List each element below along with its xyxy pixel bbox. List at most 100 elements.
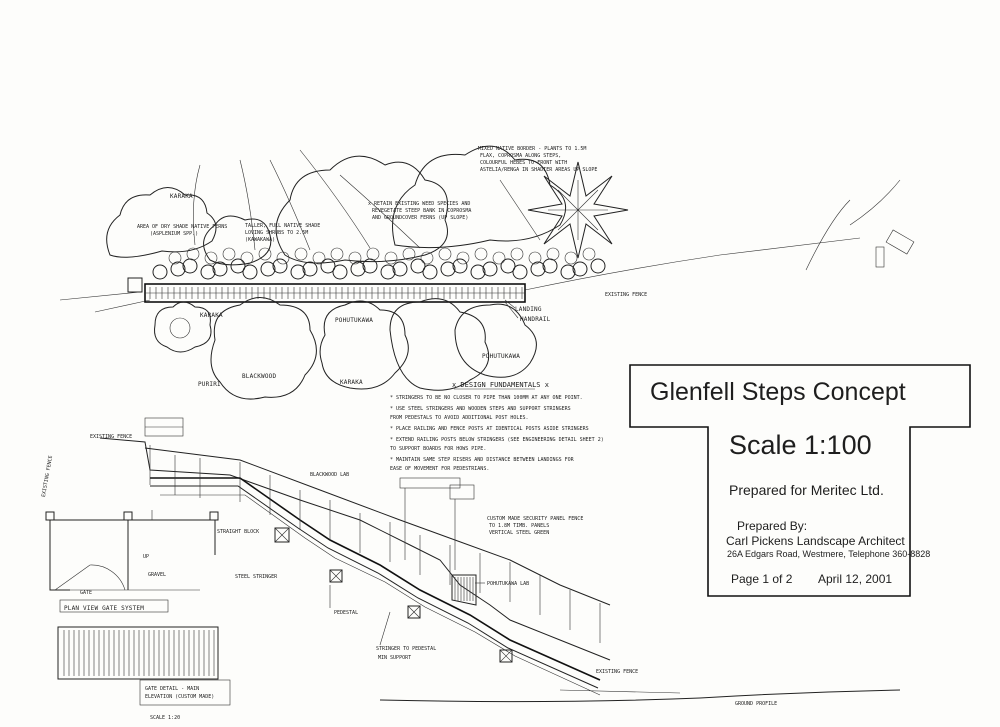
- shrub-symbol: [456, 251, 470, 265]
- label-ground-profile: GROUND PROFILE: [735, 701, 777, 707]
- shrub-symbol: [420, 251, 434, 265]
- shrub-symbol: [474, 247, 488, 261]
- shrub-symbol: [470, 264, 486, 280]
- plan-labels: KARAKA AREA OF DRY SHADE NATIVE FERNS (A…: [137, 146, 647, 388]
- shrub-symbol: [182, 258, 198, 274]
- note-taller-planting-3: (KAWAKAWA): [245, 237, 275, 243]
- design-item-3: FROM PEDESTALS TO AVOID ADDITIONAL POST …: [390, 415, 528, 421]
- shrub-symbol: [590, 258, 606, 274]
- shrub-symbol: [438, 247, 452, 261]
- title-block-frame: [629, 364, 971, 597]
- label-blackwood: BLACKWOOD: [242, 373, 276, 380]
- lower-tree-canopies: [154, 297, 537, 400]
- label-custom-fence: CUSTOM MADE SECURITY PANEL FENCE: [487, 516, 583, 522]
- design-item-2: * USE STEEL STRINGERS AND WOODEN STEPS A…: [390, 406, 571, 412]
- feature-plant: [527, 161, 629, 259]
- shrub-symbol: [294, 247, 308, 261]
- shrub-symbol: [392, 261, 408, 277]
- label-puriri: PURIRI: [198, 381, 221, 388]
- shrub-symbol: [362, 258, 378, 274]
- design-item-5: * EXTEND RAILING POSTS BELOW STRINGERS (…: [390, 437, 604, 443]
- label-karaka-left: KARAKA: [200, 312, 223, 319]
- label-existing-fence-top: EXISTING FENCE: [90, 434, 132, 440]
- design-fundamentals-heading: x DESIGN FUNDAMENTALS x: [452, 381, 549, 389]
- shrub-symbol: [560, 264, 576, 280]
- label-existing-fence-plan: EXISTING FENCE: [605, 292, 647, 298]
- label-up: UP: [143, 554, 149, 560]
- shrub-symbol: [546, 247, 560, 261]
- elevation-section: [99, 417, 901, 703]
- shrub-symbol: [204, 251, 218, 265]
- label-stringer-to-pedestal: STRINGER TO PEDESTAL: [376, 646, 436, 652]
- shrub-symbol: [564, 251, 578, 265]
- shrub-symbol: [510, 247, 524, 261]
- design-item-8: EASE OF MOVEMENT FOR PEDESTRIANS.: [390, 466, 489, 472]
- shrub-symbol: [222, 247, 236, 261]
- shrub-symbol: [212, 261, 228, 277]
- shrub-symbol: [410, 258, 426, 274]
- note-area-planting-2: (ASPLENIUM SPP.): [150, 231, 198, 237]
- design-item-7: * MAINTAIN SAME STEP RISERS AND DISTANCE…: [390, 457, 575, 463]
- plan-view-gate-title: PLAN VIEW GATE SYSTEM: [64, 605, 144, 612]
- label-pedestal: PEDESTAL: [334, 610, 358, 616]
- shrub-symbol: [170, 261, 186, 277]
- label-stringer-to-pedestal-2: MIN SUPPORT: [378, 655, 411, 661]
- note-retain-weeds-2: REVEGETATE STEEP BANK IN COPROSMA: [372, 208, 471, 214]
- terrain-contours: [59, 149, 915, 313]
- shrub-symbol: [366, 247, 380, 261]
- note-taller-planting: TALLER, FULL NATIVE SHADE: [245, 223, 320, 229]
- shrub-symbol: [530, 261, 546, 277]
- shrub-symbol: [320, 258, 336, 274]
- shrub-symbol: [312, 251, 326, 265]
- note-mixed-border-4: ASTELIA/RENGA IN SHADIER AREAS UP SLOPE: [480, 167, 597, 173]
- shrub-symbol: [272, 258, 288, 274]
- shrub-symbol: [528, 251, 542, 265]
- label-existing-fence-right: EXISTING FENCE: [596, 669, 638, 675]
- shrub-symbol: [542, 258, 558, 274]
- gate-detail-subtitle: ELEVATION (CUSTOM MADE): [145, 694, 214, 700]
- shrub-symbol: [200, 264, 216, 280]
- note-retain-weeds-3: AND GROUNDCOVER FERNS (UP SLOPE): [372, 215, 468, 221]
- shrub-symbol: [242, 264, 258, 280]
- shrub-symbol: [402, 247, 416, 261]
- shrub-symbol: [350, 261, 366, 277]
- label-pohutukawa-2: POHUTUKAWA: [482, 353, 520, 360]
- shrub-symbol: [384, 251, 398, 265]
- shrub-symbol: [290, 264, 306, 280]
- gate-detail-scale: SCALE 1:20: [150, 715, 180, 721]
- shrub-symbol: [332, 264, 348, 280]
- design-item-4: * PLACE RAILING AND FENCE POSTS AT IDENT…: [390, 426, 589, 432]
- label-landing: LANDING: [515, 306, 542, 313]
- note-mixed-border-2: FLAX, COPROSMA ALONG STEPS,: [480, 153, 561, 159]
- shrub-symbol: [452, 258, 468, 274]
- shrub-symbol: [440, 261, 456, 277]
- shrub-symbol: [276, 251, 290, 265]
- security-panel-hatch: [451, 574, 477, 606]
- label-blackwood-lab: BLACKWOOD LAB: [310, 472, 349, 478]
- shrub-symbol: [152, 264, 168, 280]
- design-fundamentals: x DESIGN FUNDAMENTALS x * STRINGERS TO B…: [390, 381, 604, 472]
- label-existing-fence-gate: EXISTING FENCE: [41, 455, 54, 498]
- shrub-symbol: [260, 261, 276, 277]
- label-custom-fence-2: TO 1.8M TIMB. PANELS: [489, 523, 549, 529]
- shrub-symbol: [168, 251, 182, 265]
- shrub-symbol: [380, 264, 396, 280]
- shrub-symbol: [258, 247, 272, 261]
- label-custom-fence-3: VERTICAL STEEL GREEN: [489, 530, 549, 536]
- shrub-symbol: [582, 247, 596, 261]
- shrub-symbol: [500, 258, 516, 274]
- label-karaka-top: KARAKA: [170, 193, 193, 200]
- shrub-symbol: [186, 247, 200, 261]
- shrub-symbol: [512, 264, 528, 280]
- gate-detail-title: GATE DETAIL - MAIN: [145, 686, 199, 692]
- label-gravel: GRAVEL: [148, 572, 166, 578]
- shrub-symbol: [422, 264, 438, 280]
- label-pohutukawa-lab: POHUTUKAWA LAB: [487, 581, 529, 587]
- label-karaka-bottom: KARAKA: [340, 379, 363, 386]
- shrub-symbol: [302, 261, 318, 277]
- label-steel-stringer: STEEL STRINGER: [235, 574, 278, 580]
- shrub-symbol: [572, 261, 588, 277]
- shrub-row: [152, 247, 606, 280]
- note-area-planting: AREA OF DRY SHADE NATIVE FERNS: [137, 224, 227, 230]
